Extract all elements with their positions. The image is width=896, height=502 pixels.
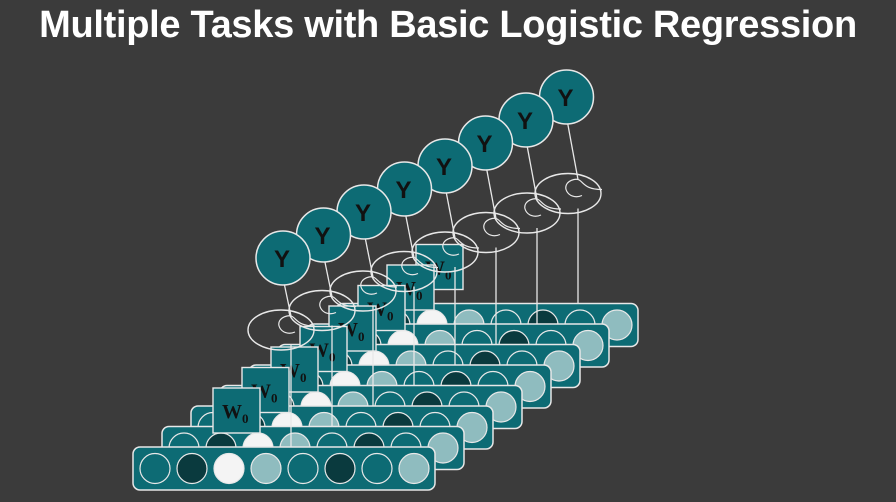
input-node: [287, 452, 319, 485]
output-label: Y: [558, 85, 574, 112]
input-node: [139, 452, 171, 485]
weight-subscript: 0: [300, 370, 307, 385]
weight-subscript: 0: [445, 268, 452, 283]
output-node: [255, 230, 311, 286]
sigmoid-curve-icon: [442, 237, 480, 256]
weight-subscript: 0: [358, 329, 365, 344]
weight-subscript: 0: [271, 391, 278, 406]
sigmoid-curve-icon: [401, 256, 439, 276]
weight-subscript: 0: [387, 309, 394, 324]
input-node: [361, 452, 393, 485]
sigmoid-curve-icon: [278, 315, 316, 334]
input-node: [398, 452, 430, 485]
input-bar: [132, 446, 436, 491]
output-label: Y: [517, 108, 533, 135]
slide-title: Multiple Tasks with Basic Logistic Regre…: [39, 4, 857, 46]
weight-subscript: 0: [416, 288, 423, 303]
weight-label: W: [222, 401, 242, 423]
output-connector: [484, 162, 497, 219]
output-connector: [565, 116, 579, 180]
output-label: Y: [477, 131, 493, 158]
sigmoid-curve-icon: [360, 276, 398, 295]
sigmoid-unit: [247, 309, 315, 351]
sigmoid-curve-icon: [565, 178, 603, 198]
input-node: [324, 452, 356, 485]
output-label: Y: [274, 246, 290, 273]
sigmoid-curve-icon: [483, 217, 521, 237]
input-node: [176, 452, 208, 485]
output-label: Y: [355, 200, 371, 227]
sigmoid-curve-icon: [319, 295, 357, 315]
input-node: [213, 452, 245, 485]
output-connector: [525, 139, 538, 200]
weight-subscript: 0: [242, 411, 249, 426]
input-node: [250, 452, 282, 485]
output-connector: [444, 185, 456, 239]
weight-box-frame: [212, 387, 261, 434]
output-label: Y: [436, 154, 452, 181]
output-label: Y: [396, 177, 412, 204]
output-label: Y: [315, 223, 331, 250]
output-connector: [403, 208, 415, 258]
sigmoid-curve-icon: [524, 198, 562, 217]
